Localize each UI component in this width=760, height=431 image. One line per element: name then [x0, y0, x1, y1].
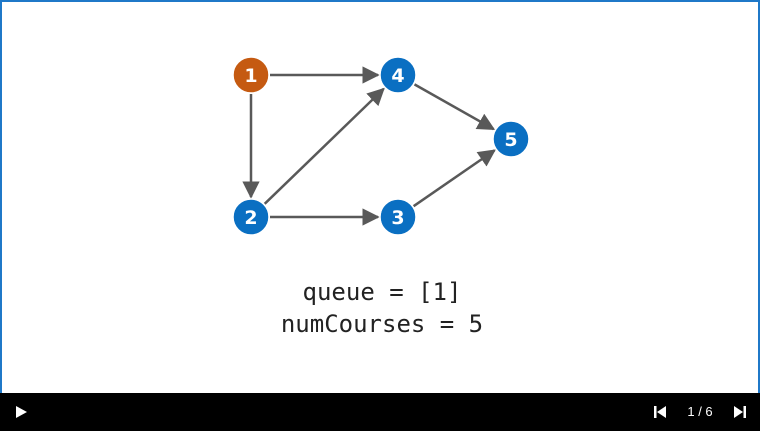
- node-2: 2: [232, 198, 270, 236]
- next-slide-button[interactable]: [728, 393, 752, 431]
- node-4: 4: [379, 56, 417, 94]
- slide-counter: 1 / 6: [680, 393, 720, 431]
- play-button[interactable]: [8, 393, 34, 431]
- play-icon: [16, 406, 27, 418]
- node-1-circle: [232, 56, 270, 94]
- node-1: 1: [232, 56, 270, 94]
- node-1-label: 1: [244, 65, 257, 87]
- node-5-circle: [492, 120, 530, 158]
- node-2-label: 2: [244, 207, 257, 229]
- course-graph: 1 2 3 4 5: [232, 56, 530, 236]
- player-controls: 1 / 6: [0, 393, 760, 431]
- slide-separator: /: [694, 404, 706, 419]
- num-courses-caption: numCourses = 5: [280, 310, 484, 338]
- node-4-circle: [379, 56, 417, 94]
- queue-caption: queue = [1]: [302, 278, 462, 306]
- previous-slide-button[interactable]: [648, 393, 672, 431]
- current-slide: 1: [687, 404, 695, 419]
- edge-3-to-5: [412, 149, 496, 208]
- slide-frame: 1 2 3 4 5 queue = [1] numCourses = 5: [0, 0, 760, 395]
- node-4-label: 4: [391, 65, 404, 87]
- skip-back-icon: [654, 406, 666, 418]
- node-3-label: 3: [391, 207, 404, 229]
- node-3-circle: [379, 198, 417, 236]
- node-3: 3: [379, 198, 417, 236]
- edge-4-to-5: [413, 83, 496, 131]
- edge-2-to-4: [263, 87, 385, 205]
- skip-forward-icon: [734, 406, 746, 418]
- node-5-label: 5: [504, 129, 517, 151]
- node-2-circle: [232, 198, 270, 236]
- node-5: 5: [492, 120, 530, 158]
- total-slides: 6: [705, 404, 713, 419]
